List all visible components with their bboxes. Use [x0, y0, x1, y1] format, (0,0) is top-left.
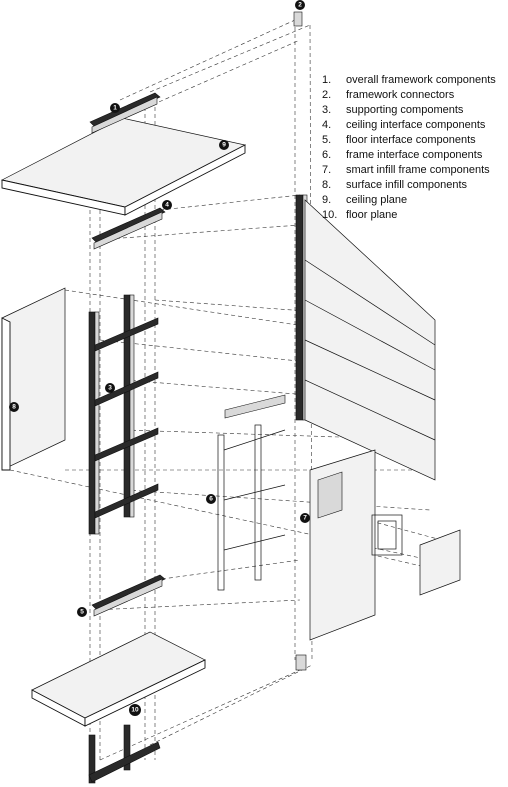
surface-infill-panel [1, 287, 66, 471]
svg-text:6: 6 [209, 496, 213, 503]
svg-text:7: 7 [303, 515, 307, 522]
svg-text:5: 5 [80, 609, 84, 616]
marker-2: 2 [295, 0, 305, 10]
legend-item: 5.floor interface components [322, 134, 476, 146]
svg-text:4: 4 [165, 202, 169, 209]
marker-4: 4 [162, 200, 172, 210]
svg-text:1: 1 [113, 105, 117, 112]
marker-3: 3 [105, 383, 115, 393]
marker-7: 7 [300, 513, 310, 523]
svg-text:10: 10 [131, 707, 139, 714]
legend-item: 1.overall framework components [322, 74, 496, 86]
marker-6: 6 [206, 494, 216, 504]
svg-text:8: 8 [12, 404, 16, 411]
svg-text:2: 2 [298, 2, 302, 9]
ceiling-interface-component [91, 207, 166, 250]
ceiling-plane [0, 117, 247, 216]
marker-8: 8 [9, 402, 19, 412]
legend-item: 4.ceiling interface components [322, 119, 486, 131]
overall-framework-top [89, 92, 161, 134]
legend-item: 2.framework connectors [322, 89, 455, 101]
floor-interface-component [91, 574, 166, 617]
frame-interface-component [217, 394, 286, 591]
legend-item: 10.floor plane [322, 209, 398, 221]
legend-item: 7.smart infill frame components [322, 164, 490, 176]
legend-item: 3.supporting compoments [322, 104, 464, 116]
legend-item: 6.frame interface components [322, 149, 483, 161]
wall-panel [304, 199, 436, 481]
floor-plane [31, 631, 206, 727]
component-legend: 1.overall framework components 2.framewo… [322, 73, 496, 223]
svg-text:9: 9 [222, 142, 226, 149]
supporting-frame [88, 294, 159, 535]
legend-item: 8.surface infill components [322, 179, 468, 191]
smart-infill-frame [309, 449, 461, 641]
overall-framework-bottom [88, 724, 161, 784]
marker-5: 5 [77, 607, 87, 617]
marker-9: 9 [219, 140, 229, 150]
marker-10: 10 [129, 704, 141, 716]
svg-text:3: 3 [108, 385, 112, 392]
legend-item: 9.ceiling plane [322, 194, 408, 206]
marker-1: 1 [110, 103, 120, 113]
